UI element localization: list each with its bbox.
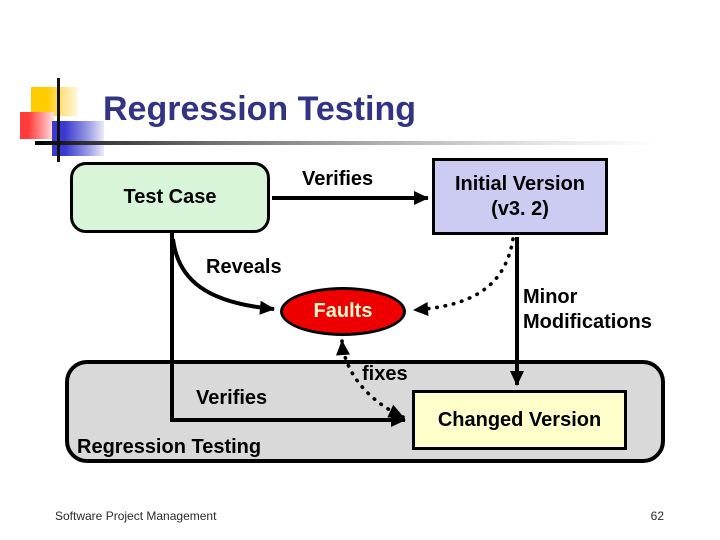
reveals-label: Reveals — [206, 256, 282, 278]
decoration-red-square — [20, 112, 54, 139]
title-underline — [35, 141, 690, 145]
initial-version-label-line1: Initial Version — [454, 172, 586, 195]
changed-version-node: Changed Version — [412, 390, 627, 450]
initial-to-faults-dotted-arrow — [412, 237, 515, 317]
reveals-arrow — [171, 238, 275, 315]
test-case-label: Test Case — [123, 186, 217, 208]
changed-version-label: Changed Version — [437, 408, 602, 431]
initial-version-label-line2: (v3. 2) — [491, 197, 549, 220]
page-title: Regression Testing — [103, 90, 416, 128]
decoration-yellow-square — [31, 87, 77, 116]
minor-modifications-label: Minor Modifications — [523, 286, 652, 333]
decoration-vertical-line — [57, 78, 60, 162]
footer-title: Software Project Management — [55, 509, 217, 523]
testcase-to-changedversion-arrow — [170, 233, 406, 427]
faults-node: Faults — [280, 287, 406, 336]
regression-testing-container-label: Regression Testing — [77, 436, 262, 458]
initial-version-node: Initial Version (v3. 2) — [432, 158, 608, 235]
test-case-node: Test Case — [70, 162, 270, 233]
fixes-label: fixes — [362, 363, 408, 385]
verifies-top-label: Verifies — [302, 168, 374, 190]
faults-label: Faults — [313, 300, 373, 322]
fixes-dotted-arrow — [335, 339, 405, 419]
verifies-bottom-label: Verifies — [196, 387, 268, 409]
decoration-blue-square — [52, 121, 104, 156]
page-number: 62 — [650, 509, 664, 523]
